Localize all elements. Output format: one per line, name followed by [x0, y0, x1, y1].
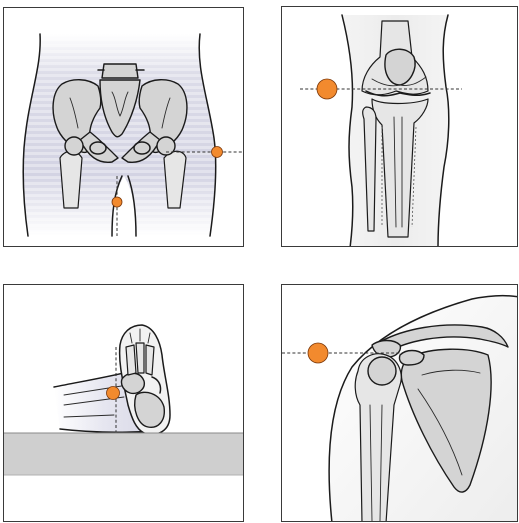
pelvis-hip-panel — [3, 7, 244, 247]
pelvis-hip-illustration — [4, 8, 244, 247]
knee-panel — [281, 6, 518, 247]
knee-illustration — [282, 7, 518, 247]
left-femoral-head — [65, 137, 83, 155]
shoulder-illustration — [282, 285, 518, 522]
shoulder-panel — [281, 284, 518, 522]
metatarsal-2 — [136, 343, 144, 373]
metatarsal-1 — [126, 345, 136, 375]
ankle-marker — [107, 387, 120, 400]
lumbar-vertebra — [102, 64, 138, 78]
coracoid — [399, 351, 424, 366]
ankle-foot-panel — [3, 284, 244, 522]
ankle-foot-illustration — [4, 285, 244, 522]
left-femur — [60, 151, 82, 208]
talus — [121, 373, 144, 393]
shoulder-marker — [308, 343, 328, 363]
metatarsal-3 — [146, 345, 154, 375]
hip-marker — [212, 147, 223, 158]
table-surface — [4, 433, 244, 475]
midline-marker — [112, 197, 122, 207]
knee-marker — [317, 79, 337, 99]
humeral-head — [368, 357, 396, 385]
